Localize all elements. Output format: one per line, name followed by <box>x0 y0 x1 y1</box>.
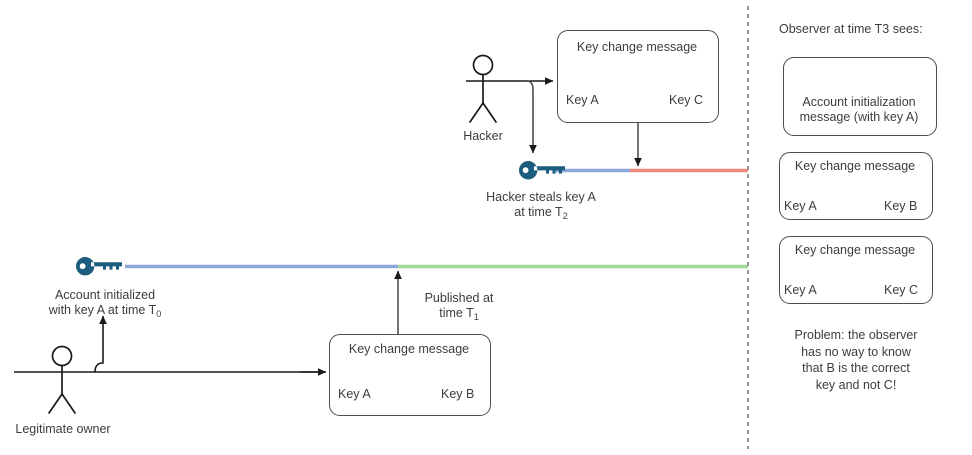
key-icon-blue-large-init <box>76 257 122 276</box>
published-line2: time T1 <box>439 306 479 322</box>
problem-line2: has no way to know <box>801 344 911 359</box>
owner-box-from-key-label: Key A <box>338 387 371 401</box>
problem-line3: that B is the correct <box>802 361 910 375</box>
init-caption-line1: Account initialized <box>54 288 156 302</box>
observer-card-keyb-title: Key change message <box>794 159 916 173</box>
observer-card-keyb-to-label: Key B <box>884 199 918 213</box>
observer-card-init-line2: message (with key A) <box>799 110 919 124</box>
steal-caption-line2: at time T2 <box>514 205 568 221</box>
problem-line1: Problem: the observer <box>794 328 918 342</box>
observer-card-keyc-from-label: Key A <box>784 283 817 297</box>
steal-caption-line1: Hacker steals key A <box>486 190 596 204</box>
observer-card-init <box>783 57 937 136</box>
key-icon-blue-large-stolen <box>519 161 565 180</box>
observer-card-keyc-to-label: Key C <box>884 283 919 297</box>
hacker-box-title: Key change message <box>576 40 698 54</box>
hacker-box-to-key-label: Key C <box>669 93 704 107</box>
observer-card-keyb-from-label: Key A <box>784 199 817 213</box>
hacker-box-from-key-label: Key A <box>566 93 599 107</box>
observer-card-init-line1: Account initialization <box>802 95 916 109</box>
owner-figure-icon <box>48 345 76 414</box>
owner-box-title: Key change message <box>348 342 470 356</box>
owner-box-to-key-label: Key B <box>441 387 475 401</box>
hacker-figure-icon <box>469 54 497 123</box>
observer-card-keyb <box>779 152 933 220</box>
observer-card-keyc-title: Key change message <box>794 243 916 257</box>
owner-init-arrow <box>94 315 107 373</box>
init-caption-line2: with key A at time T0 <box>48 303 162 319</box>
hacker-key-change-box <box>557 30 719 123</box>
problem-line4: key and not C! <box>815 377 897 392</box>
problem-statement: Problem: the observer has no way to know t… <box>771 327 941 393</box>
observer-heading: Observer at time T3 sees: <box>779 22 923 36</box>
hacker-steal-arrow <box>526 80 537 154</box>
published-line1: Published at <box>424 291 494 305</box>
owner-label: Legitimate owner <box>15 422 111 436</box>
observer-card-keyc <box>779 236 933 304</box>
hacker-label: Hacker <box>463 129 503 143</box>
owner-key-change-box <box>329 334 491 416</box>
